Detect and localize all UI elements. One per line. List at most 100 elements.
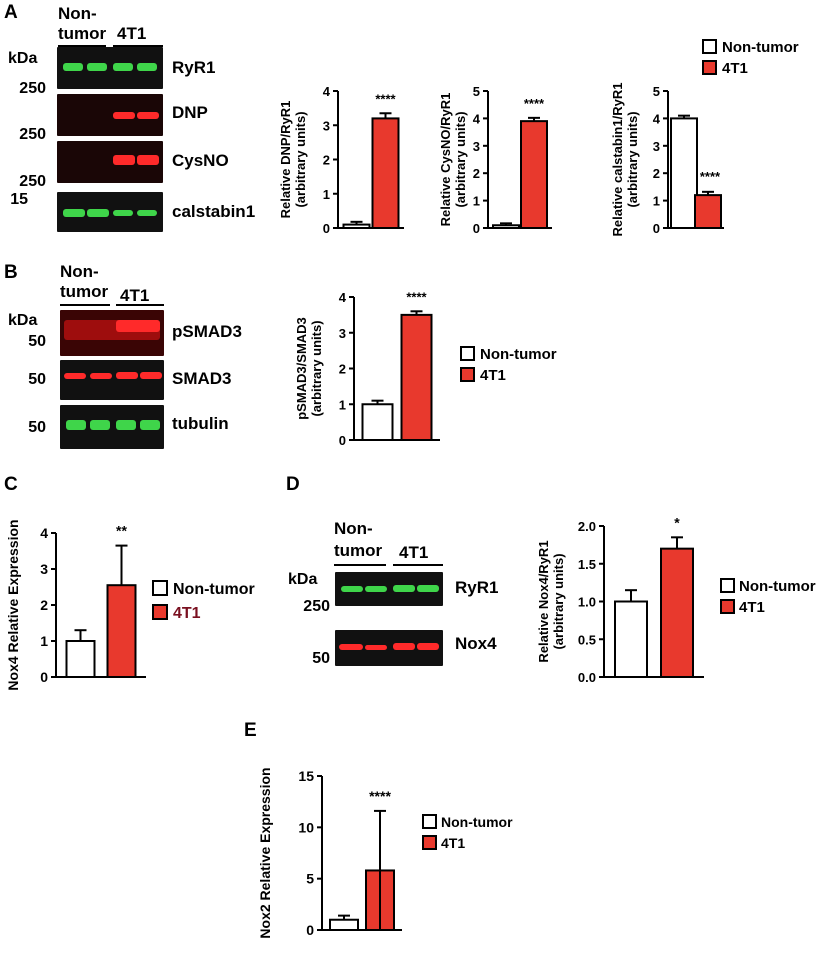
bar-4t1 <box>660 547 694 679</box>
legend-label-4t1: 4T1 <box>441 835 465 851</box>
mw-marker: 15 <box>10 191 28 208</box>
legend-swatch-nontumor <box>152 580 168 596</box>
blot-band <box>63 63 83 71</box>
y-tick-label: 15 <box>298 768 314 784</box>
y-tick-label: 2 <box>323 153 330 168</box>
y-tick-label: 3 <box>339 326 346 341</box>
legend-label-4t1: 4T1 <box>480 367 506 384</box>
y-tick-label: 1 <box>653 194 660 209</box>
blot-band <box>140 420 160 430</box>
y-tick-label: 0 <box>40 669 48 685</box>
legend-label-4t1: 4T1 <box>722 60 748 77</box>
bar-4t1 <box>400 313 433 441</box>
blot-label-psmad3: pSMAD3 <box>172 322 242 341</box>
blot-band <box>137 112 159 119</box>
blot-label-ryr1: RyR1 <box>172 58 216 77</box>
blot-label-tubulin: tubulin <box>172 414 229 433</box>
bar-nontumor <box>361 403 394 441</box>
group-label-4t1: 4T1 <box>117 24 147 43</box>
legend-swatch-nontumor <box>720 578 735 593</box>
group-label-nontumor: Non- tumor <box>58 4 107 43</box>
blot-band <box>137 210 157 216</box>
legend-swatch-4t1 <box>152 604 168 620</box>
bar-4t1 <box>371 117 400 229</box>
y-tick-label: 4 <box>339 290 347 305</box>
group-underline-4t1 <box>393 564 443 566</box>
legend-label-nontumor: Non-tumor <box>173 581 255 598</box>
legend-swatch-4t1 <box>460 367 475 382</box>
legend-swatch-4t1 <box>422 835 437 850</box>
legend-label-4t1: 4T1 <box>173 605 201 622</box>
blot-band <box>116 420 136 430</box>
y-tick-label: 3 <box>653 139 660 154</box>
group-underline-nontumor <box>334 564 386 566</box>
blot-band <box>64 373 86 379</box>
y-tick-label: 10 <box>298 819 314 835</box>
group-label-4t1: 4T1 <box>399 543 429 562</box>
blot-band <box>63 209 85 217</box>
significance-marker: * <box>674 515 680 530</box>
panel-letter-c: C <box>4 474 18 495</box>
group-underline-4t1 <box>113 45 163 47</box>
panel-letter-e: E <box>244 720 257 741</box>
blot-band <box>87 63 107 71</box>
blot-psmad3 <box>60 310 164 356</box>
y-tick-label: 3 <box>323 118 330 133</box>
blot-band <box>113 112 135 119</box>
bar-4t1 <box>694 194 722 230</box>
blot-band <box>113 155 135 165</box>
blot-cysno <box>57 141 163 183</box>
panel-letter-a: A <box>4 2 18 23</box>
kda-label: kDa <box>8 312 38 329</box>
blot-dnp <box>57 94 163 136</box>
group-label-4t1: 4T1 <box>120 286 150 305</box>
blot-smad3 <box>60 360 164 400</box>
y-tick-label: 1 <box>40 633 48 649</box>
blot-band <box>393 585 415 592</box>
legend-a: Non-tumor 4T1 <box>702 39 799 77</box>
blot-band <box>90 373 112 379</box>
y-tick-label: 4 <box>653 111 661 126</box>
blot-band <box>341 586 363 592</box>
y-tick-label: 3 <box>473 139 480 154</box>
blot-band <box>140 372 162 379</box>
significance-marker: ** <box>116 523 127 539</box>
legend-label-4t1: 4T1 <box>739 599 765 616</box>
blot-ryr1 <box>57 47 163 89</box>
y-axis-label: Relative CysNO/RyR1(arbitrary units) <box>438 93 468 227</box>
y-tick-label: 0 <box>339 433 346 448</box>
significance-marker: **** <box>700 169 721 184</box>
legend-label-nontumor: Non-tumor <box>441 814 513 830</box>
y-tick-label: 0.0 <box>578 670 596 685</box>
legend-swatch-4t1 <box>720 599 735 614</box>
y-axis-label: Relative Nox4/RyR1(arbitrary units) <box>536 540 566 662</box>
y-tick-label: 1 <box>323 187 330 202</box>
y-tick-label: 0 <box>306 922 314 938</box>
y-tick-label: 5 <box>653 84 660 99</box>
y-tick-label: 2 <box>473 166 480 181</box>
panel-letter-b: B <box>4 262 18 283</box>
mw-marker: 50 <box>28 419 46 436</box>
y-tick-label: 1.5 <box>578 557 596 572</box>
mw-marker: 250 <box>19 126 46 143</box>
significance-marker: **** <box>524 96 545 111</box>
blot-band <box>116 372 138 379</box>
group-underline-nontumor <box>58 45 106 47</box>
group-underline-4t1 <box>116 304 164 306</box>
blot-band <box>113 210 133 216</box>
y-tick-label: 2.0 <box>578 519 596 534</box>
y-tick-label: 5 <box>473 84 480 99</box>
legend-c: Non-tumor 4T1 <box>152 580 255 622</box>
blot-band <box>365 586 387 592</box>
blot-calstabin1 <box>57 192 163 232</box>
legend-d: Non-tumor 4T1 <box>720 578 816 616</box>
y-axis-label: Relative DNP/RyR1(arbitrary units) <box>278 101 308 219</box>
group-label-nontumor: Non- tumor <box>60 262 109 301</box>
y-tick-label: 0 <box>473 221 480 236</box>
y-tick-label: 5 <box>306 871 314 887</box>
bar-nontumor <box>670 117 698 229</box>
